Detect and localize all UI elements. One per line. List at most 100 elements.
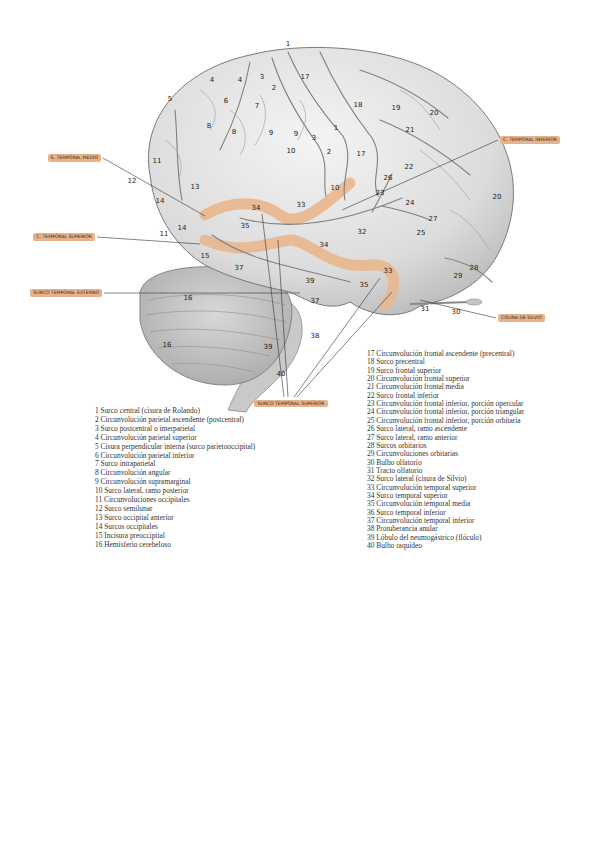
callout-number: 12 xyxy=(128,178,137,185)
tag-box: S. TEMPORAL MEDIO xyxy=(48,154,101,161)
callout-number: 4 xyxy=(238,77,242,84)
tag-text: C. TEMPORAL INFERIOR xyxy=(503,137,557,142)
callout-number: 15 xyxy=(201,253,210,260)
legend-line: 39 Lóbulo del neumogástrico (flóculo) xyxy=(367,534,482,541)
legend-line: 5 Cisura perpendicular interna (surco pa… xyxy=(95,443,255,450)
callout-number: 13 xyxy=(191,184,200,191)
tag-box: C. TEMPORAL INFERIOR xyxy=(500,136,560,143)
legend-line: 38 Protuberancia anular xyxy=(367,525,438,532)
legend-line: 21 Circunvolución frontal media xyxy=(367,383,464,390)
callout-number: 33 xyxy=(297,202,306,209)
callout-number: 33 xyxy=(384,268,393,275)
callout-number: 8 xyxy=(232,129,236,136)
callout-number: 25 xyxy=(417,230,426,237)
legend-line: 9 Circunvolución supramarginal xyxy=(95,478,191,485)
callout-number: 26 xyxy=(384,175,393,182)
legend-line: 20 Circunvolución frontal superior xyxy=(367,375,470,382)
callout-number: 34 xyxy=(252,205,261,212)
callout-number: 37 xyxy=(311,298,320,305)
legend-line: 32 Surco lateral (cisura de Silvio) xyxy=(367,475,467,482)
tag-text: SURCO TEMPORAL SUPERIOR xyxy=(257,401,324,406)
legend-line: 17 Circunvolución frontal ascendente (pr… xyxy=(367,350,514,357)
tag-box: SURCO TEMPORAL SUPERIOR xyxy=(254,400,327,407)
callout-number: 5 xyxy=(168,96,172,103)
legend-line: 28 Surcos orbitarios xyxy=(367,442,427,449)
legend-line: 10 Surco lateral, ramo posterior xyxy=(95,487,189,494)
legend-line: 25 Circunvolución frontal inferior, porc… xyxy=(367,417,521,424)
callout-number: 35 xyxy=(241,223,250,230)
legend-line: 2 Circunvolución parietal ascendente (po… xyxy=(95,416,244,423)
legend-line: 14 Surcos occipitales xyxy=(95,523,158,530)
callout-number: 7 xyxy=(255,103,259,110)
callout-number: 17 xyxy=(301,74,310,81)
legend-line: 27 Surco lateral, ramo anterior xyxy=(367,434,458,441)
callout-number: 14 xyxy=(156,198,165,205)
legend-line: 11 Circunvoluciones occipitales xyxy=(95,496,190,503)
callout-number: 3 xyxy=(260,74,264,81)
legend-line: 7 Surco intraparietal xyxy=(95,460,155,467)
tag-box: SURCO TEMPORAL EXTERNO xyxy=(30,289,102,296)
legend-line: 19 Surco frontal superior xyxy=(367,367,441,374)
callout-number: 24 xyxy=(406,200,415,207)
tag-text: CISURA DE SILVIO xyxy=(501,315,542,320)
callout-number: 31 xyxy=(421,306,430,313)
callout-number: 9 xyxy=(294,131,298,138)
tag-text: C. TEMPORAL SUPERIOR xyxy=(36,234,92,239)
legend-line: 36 Surco temporal inferior xyxy=(367,509,446,516)
callout-number: 16 xyxy=(184,295,193,302)
callout-number: 29 xyxy=(454,273,463,280)
callout-number: 17 xyxy=(357,151,366,158)
callout-number: 14 xyxy=(178,225,187,232)
legend-line: 33 Circunvolución temporal superior xyxy=(367,484,476,491)
callout-number: 20 xyxy=(430,110,439,117)
tag-text: S. TEMPORAL MEDIO xyxy=(51,155,98,160)
tag-text: SURCO TEMPORAL EXTERNO xyxy=(33,290,99,295)
legend-line: 16 Hemisferio cerebeloso xyxy=(95,541,171,548)
callout-number: 32 xyxy=(358,229,367,236)
legend-line: 15 Incisura preoccipital xyxy=(95,532,165,539)
legend-line: 24 Circunvolución frontal inferior, porc… xyxy=(367,408,524,415)
callout-number: 23 xyxy=(376,190,385,197)
callout-number: 40 xyxy=(277,371,286,378)
callout-number: 38 xyxy=(311,333,320,340)
callout-number: 11 xyxy=(160,231,169,238)
callout-number: 2 xyxy=(327,149,331,156)
callout-number: 2 xyxy=(272,85,276,92)
callout-number: 34 xyxy=(320,242,329,249)
callout-number: 19 xyxy=(392,105,401,112)
callout-number: 10 xyxy=(331,185,340,192)
legend-line: 1 Surco central (cisura de Rolando) xyxy=(95,407,200,414)
callout-number: 1 xyxy=(334,125,338,132)
legend-line: 23 Circunvolución frontal inferior, porc… xyxy=(367,400,524,407)
callout-number: 18 xyxy=(354,102,363,109)
callout-number: 10 xyxy=(287,148,296,155)
callout-number: 39 xyxy=(264,344,273,351)
legend-line: 8 Circunvolución angular xyxy=(95,469,171,476)
legend-line: 34 Surco temporal superior xyxy=(367,492,448,499)
legend-line: 26 Surco lateral, ramo ascendente xyxy=(367,425,467,432)
callout-number: 35 xyxy=(360,282,369,289)
callout-number: 4 xyxy=(210,77,214,84)
legend-line: 12 Surco semilunar xyxy=(95,505,152,512)
callout-number: 16 xyxy=(163,342,172,349)
legend-line: 35 Circunvolución temporal media xyxy=(367,500,470,507)
legend-line: 6 Circunvolución parietal inferior xyxy=(95,452,195,459)
legend-line: 22 Surco frontal inferior xyxy=(367,392,439,399)
legend-line: 37 Circunvolución temporal inferior xyxy=(367,517,474,524)
callout-number: 3 xyxy=(312,135,316,142)
callout-number: 20 xyxy=(493,194,502,201)
legend-line: 18 Surco precentral xyxy=(367,358,425,365)
tag-box: C. TEMPORAL SUPERIOR xyxy=(33,233,95,240)
tag-box: CISURA DE SILVIO xyxy=(498,314,545,321)
callout-number: 28 xyxy=(470,265,479,272)
legend-line: 31 Tracto olfatorio xyxy=(367,467,422,474)
callout-number: 22 xyxy=(405,164,414,171)
callout-number: 21 xyxy=(406,127,415,134)
callout-number: 1 xyxy=(286,41,290,48)
callout-number: 6 xyxy=(224,98,228,105)
callout-number: 30 xyxy=(452,309,461,316)
legend-line: 3 Surco postcentral o interparietal xyxy=(95,425,195,432)
callout-number: 9 xyxy=(269,130,273,137)
legend-line: 30 Bulbo olfatorio xyxy=(367,459,422,466)
